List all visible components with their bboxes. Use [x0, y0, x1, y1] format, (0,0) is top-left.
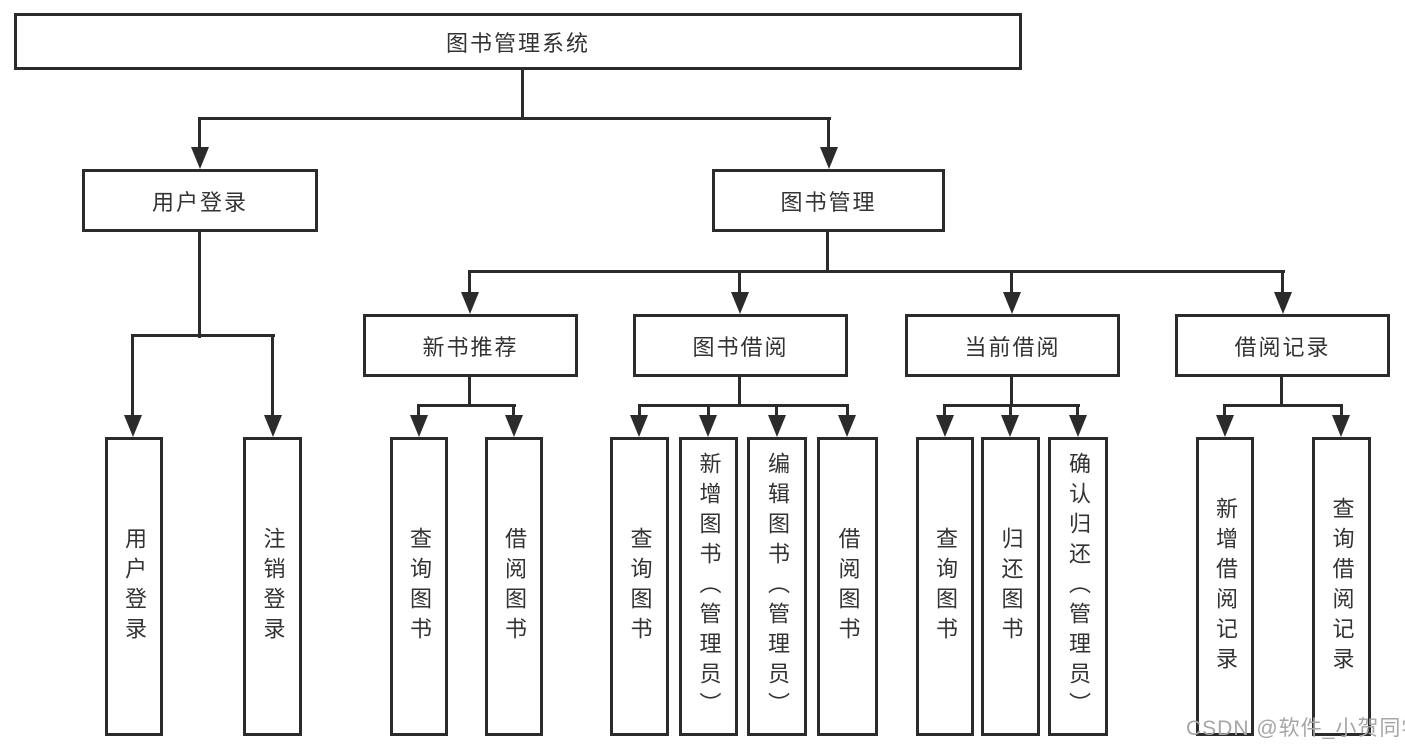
arrowhead — [838, 415, 856, 437]
connector-line — [198, 117, 831, 120]
leaf-label: 注销登录 — [260, 526, 286, 647]
arrowhead — [1069, 415, 1087, 437]
leaf-query-books-current: 查询图书 — [916, 437, 974, 736]
leaf-add-borrow-record: 新增借阅记录 — [1196, 437, 1254, 736]
connector-line — [198, 117, 201, 152]
connector-line — [1009, 404, 1012, 420]
leaf-label: 查询图书 — [933, 526, 958, 647]
arrowhead — [191, 147, 209, 169]
arrowhead — [1003, 292, 1021, 314]
leaf-label: 用户登录 — [122, 526, 147, 647]
arrowhead — [1332, 415, 1350, 437]
node-user-login: 用户登录 — [82, 169, 318, 232]
connector-line — [131, 334, 134, 419]
leaf-borrow-books-recommend: 借阅图书 — [485, 437, 543, 736]
node-label: 新书推荐 — [422, 334, 519, 360]
arrowhead — [1216, 415, 1234, 437]
arrowhead — [410, 415, 428, 437]
arrowhead — [768, 415, 786, 437]
connector-line — [826, 229, 829, 273]
leaf-return-books: 归还图书 — [981, 437, 1040, 736]
node-new-book-recommend: 新书推荐 — [363, 314, 578, 377]
node-label: 图书管理 — [780, 189, 877, 215]
node-library-management-system: 图书管理系统 — [14, 13, 1022, 70]
node-label: 借阅记录 — [1234, 334, 1331, 360]
leaf-label: 查询图书 — [627, 526, 653, 647]
connector-line — [943, 404, 946, 420]
node-label: 当前借阅 — [964, 334, 1061, 360]
leaf-label: 编辑图书（管理员） — [765, 451, 790, 722]
arrowhead — [699, 415, 717, 437]
connector-line — [1223, 404, 1226, 420]
connector-line — [1010, 270, 1013, 297]
connector-line — [512, 404, 515, 420]
leaf-label: 借阅图书 — [835, 526, 861, 647]
connector-line — [944, 404, 1080, 407]
arrowhead — [461, 292, 479, 314]
connector-line — [1281, 270, 1284, 297]
connector-line — [468, 270, 471, 297]
connector-line — [738, 375, 741, 407]
connector-line — [417, 404, 420, 420]
connector-line — [131, 334, 275, 337]
leaf-borrow-books-borrow: 借阅图书 — [817, 437, 878, 736]
connector-line — [707, 404, 710, 420]
arrowhead — [505, 415, 523, 437]
arrowhead — [264, 415, 282, 437]
connector-line — [468, 375, 471, 407]
connector-line — [1280, 375, 1283, 407]
node-label: 图书管理系统 — [445, 30, 590, 56]
connector-line — [827, 117, 830, 152]
leaf-query-books-recommend: 查询图书 — [390, 437, 448, 736]
connector-line — [469, 270, 1285, 273]
leaf-label: 查询图书 — [407, 526, 432, 647]
node-borrow-records: 借阅记录 — [1175, 314, 1390, 377]
node-book-management: 图书管理 — [712, 169, 945, 232]
arrowhead — [820, 147, 838, 169]
arrowhead — [1001, 415, 1019, 437]
connector-line — [638, 404, 848, 407]
leaf-logout: 注销登录 — [243, 437, 302, 736]
leaf-edit-book-admin: 编辑图书（管理员） — [747, 437, 807, 736]
leaf-confirm-return-admin: 确认归还（管理员） — [1048, 437, 1108, 736]
leaf-label: 归还图书 — [998, 526, 1024, 647]
arrowhead — [1274, 292, 1292, 314]
arrowhead — [731, 292, 749, 314]
node-label: 用户登录 — [151, 189, 248, 215]
connector-line — [1340, 404, 1343, 420]
leaf-label: 确认归还（管理员） — [1066, 451, 1091, 722]
connector-line — [271, 334, 274, 419]
leaf-add-book-admin: 新增图书（管理员） — [679, 437, 738, 736]
node-book-borrow: 图书借阅 — [633, 314, 848, 377]
node-label: 图书借阅 — [692, 334, 789, 360]
leaf-label: 借阅图书 — [502, 526, 527, 647]
connector-line — [638, 404, 641, 420]
connector-line — [738, 270, 741, 297]
arrowhead — [124, 415, 142, 437]
leaf-label: 查询借阅记录 — [1329, 496, 1355, 677]
leaf-label: 新增图书（管理员） — [696, 451, 722, 722]
connector-line — [775, 404, 778, 420]
watermark: CSDN @软件_小贺同学 — [1186, 717, 1405, 740]
connector-line — [846, 404, 849, 420]
connector-line — [1076, 404, 1079, 420]
leaf-user-login: 用户登录 — [105, 437, 163, 736]
leaf-query-books-borrow: 查询图书 — [610, 437, 669, 736]
connector-line — [1224, 404, 1343, 407]
leaf-label: 新增借阅记录 — [1213, 496, 1238, 677]
connector-line — [417, 404, 516, 407]
connector-line — [1010, 375, 1013, 407]
connector-line — [521, 68, 524, 119]
arrowhead — [630, 415, 648, 437]
arrowhead — [936, 415, 954, 437]
connector-line — [198, 229, 201, 338]
node-current-borrow: 当前借阅 — [905, 314, 1120, 377]
leaf-query-borrow-record: 查询借阅记录 — [1312, 437, 1371, 736]
